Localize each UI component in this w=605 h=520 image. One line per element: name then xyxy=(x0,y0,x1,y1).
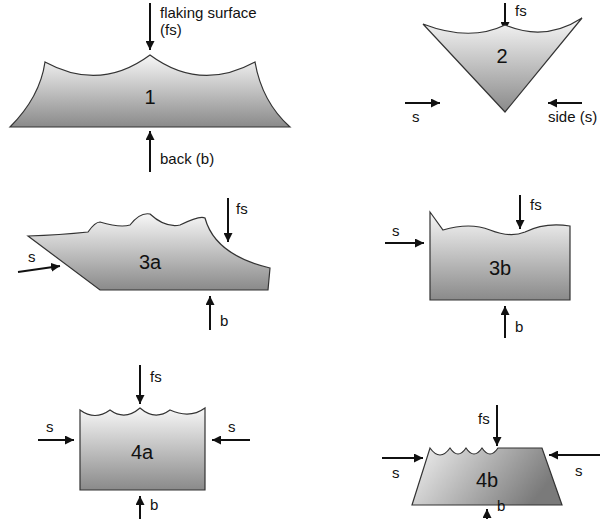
surface-label: b xyxy=(497,497,505,514)
core-shape: 4a xyxy=(77,405,208,493)
figure-number: 4b xyxy=(476,470,498,490)
core-outline-path xyxy=(430,212,570,300)
pointer-arrow xyxy=(149,3,151,50)
core-outline xyxy=(24,208,274,294)
surface-label: s xyxy=(46,418,54,435)
core-outline-path xyxy=(412,448,562,505)
core-outline xyxy=(427,209,573,303)
surface-label: fs xyxy=(150,368,162,385)
surface-label: s xyxy=(392,222,400,239)
core-shape: 3a xyxy=(24,208,274,294)
pointer-arrow xyxy=(209,296,211,330)
surface-label: flaking surface (fs) xyxy=(160,4,275,38)
core-shape: 1 xyxy=(6,48,296,130)
surface-label: s xyxy=(412,108,420,125)
pointer-arrow xyxy=(139,496,141,519)
pointer-arrow xyxy=(519,195,521,229)
surface-label: s xyxy=(575,462,583,479)
surface-label: fs xyxy=(515,2,527,19)
core-outline-path xyxy=(10,55,290,127)
figure-number: 4a xyxy=(131,442,153,462)
surface-label: back (b) xyxy=(160,150,214,167)
core-shape: 3b xyxy=(427,209,573,303)
pointer-arrow xyxy=(38,439,74,441)
core-outline-path xyxy=(28,214,270,290)
pointer-arrow xyxy=(385,242,424,244)
core-outline-path xyxy=(80,408,205,490)
core-shape: 4b xyxy=(409,445,565,508)
pointer-arrow xyxy=(149,131,151,172)
pointer-arrow xyxy=(504,306,506,338)
pointer-arrow xyxy=(496,405,498,446)
core-shape: 2 xyxy=(420,15,586,115)
surface-label: fs xyxy=(236,200,248,217)
pointer-arrow xyxy=(405,102,440,104)
surface-label: s xyxy=(392,464,400,481)
surface-label: side (s) xyxy=(548,108,597,125)
figure-number: 2 xyxy=(496,46,507,66)
figure-number: 3a xyxy=(139,252,161,272)
pointer-arrow xyxy=(139,365,141,404)
pointer-arrow xyxy=(212,439,250,441)
pointer-arrow xyxy=(549,454,600,456)
figure-number: 1 xyxy=(144,87,155,107)
surface-label: fs xyxy=(530,196,542,213)
pointer-arrow xyxy=(227,198,229,242)
pointer-arrow xyxy=(18,266,60,272)
surface-label: b xyxy=(220,312,228,329)
pointer-arrow xyxy=(486,509,488,519)
surface-label: b xyxy=(150,496,158,513)
surface-label: fs xyxy=(478,410,490,427)
surface-label: b xyxy=(515,318,523,335)
pointer-arrow xyxy=(548,102,582,104)
surface-label: s xyxy=(28,248,36,265)
pointer-arrow xyxy=(382,457,423,459)
core-outline-path xyxy=(423,18,582,112)
figure-number: 3b xyxy=(489,258,511,278)
surface-label: s xyxy=(228,418,236,435)
